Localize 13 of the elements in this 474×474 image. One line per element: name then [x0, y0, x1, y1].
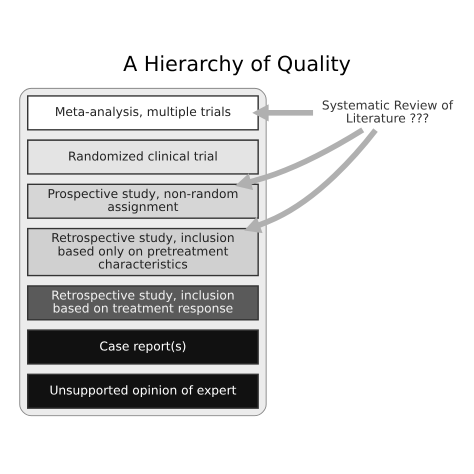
- node-box: Retrospective study, inclusion based only on pretreatment characteristics: [27, 228, 259, 276]
- node-box: Randomized clinical trial: [27, 139, 259, 175]
- arrow: [244, 128, 378, 234]
- diagram-title: A Hierarchy of Quality: [123, 52, 351, 76]
- node-box: Unsupported opinion of expert: [27, 374, 259, 409]
- cluster: [19, 88, 267, 416]
- node-box: Prospective study, non-random assignment: [27, 184, 259, 219]
- arrow: [235, 128, 364, 190]
- node-box: Meta-analysis, multiple trials: [27, 95, 259, 130]
- node-text: Systematic Review of Literature ???: [322, 98, 454, 126]
- node-box: Case report(s): [27, 329, 259, 365]
- node-box: Retrospective study, inclusion based on treatment response: [27, 285, 259, 320]
- arrow: [252, 104, 314, 122]
